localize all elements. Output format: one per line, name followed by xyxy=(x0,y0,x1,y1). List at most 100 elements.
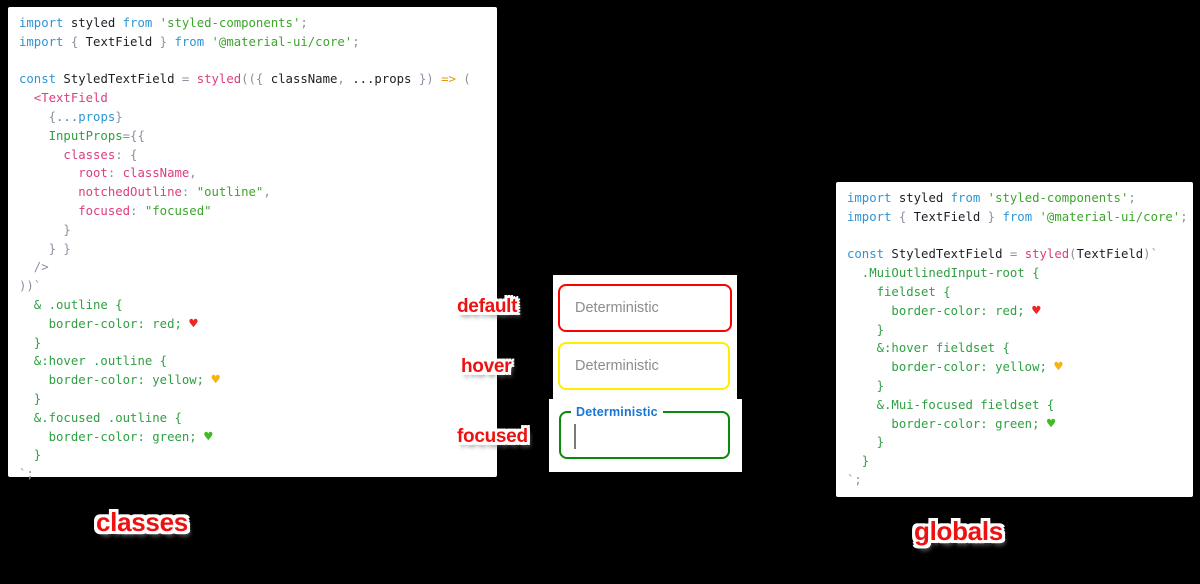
annotation-focused: focused xyxy=(457,426,528,447)
code-token: &:hover fieldset { xyxy=(847,341,1010,356)
code-token: = xyxy=(181,72,197,87)
code-line: border-color: green; ♥ xyxy=(19,428,487,447)
code-token: from xyxy=(174,34,205,49)
classes-code-panel: import styled from 'styled-components';i… xyxy=(8,7,497,481)
code-line: } xyxy=(847,452,1183,471)
code-token: )` xyxy=(1143,247,1158,262)
code-line: } xyxy=(19,446,487,465)
code-line xyxy=(847,227,1183,246)
code-token: } xyxy=(115,109,123,124)
code-token: } xyxy=(19,448,42,463)
text-caret xyxy=(574,424,576,449)
code-token: ; xyxy=(300,16,308,30)
code-token: border-color: yellow; xyxy=(19,373,212,388)
code-token: } xyxy=(152,34,175,49)
code-token: /> xyxy=(19,260,49,275)
textfield-default-input[interactable] xyxy=(560,286,730,330)
textfield-default-state[interactable] xyxy=(558,284,732,332)
code-token: { xyxy=(891,209,914,224)
code-line xyxy=(19,52,487,71)
textfield-focused-state[interactable]: Deterministic xyxy=(559,404,730,459)
code-line: } xyxy=(19,221,487,240)
code-token: ( xyxy=(455,72,471,87)
code-token: ; xyxy=(1128,191,1136,205)
code-line: const StyledTextField = styled(({ classN… xyxy=(19,70,487,89)
globals-code-panel: import styled from 'styled-components';i… xyxy=(836,182,1193,497)
code-token: border-color: green; xyxy=(19,429,205,444)
textfield-hover-state[interactable] xyxy=(558,342,730,390)
code-token: fieldset { xyxy=(847,284,951,299)
code-token: import xyxy=(847,191,892,205)
code-token: "focused" xyxy=(144,203,212,218)
code-token: } xyxy=(847,378,885,393)
textfield-hover-input[interactable] xyxy=(560,344,728,388)
code-token: <TextField xyxy=(19,91,108,106)
code-token: : xyxy=(130,203,145,218)
code-token: ; xyxy=(1180,209,1188,224)
code-line: } } xyxy=(19,240,487,259)
annotation-hover: hover xyxy=(461,356,512,377)
code-token: }) xyxy=(411,72,442,87)
code-token: styled xyxy=(1024,247,1070,262)
code-token: const xyxy=(847,247,885,262)
code-token: } xyxy=(19,335,42,350)
code-token: `; xyxy=(19,467,34,482)
yellow-heart-icon: ♥ xyxy=(1054,359,1063,376)
code-token: { xyxy=(63,34,86,49)
code-line: border-color: yellow; ♥ xyxy=(19,371,487,390)
code-line: import styled from 'styled-components'; xyxy=(847,189,1183,208)
annotation-classes: classes xyxy=(96,507,188,537)
code-line: border-color: yellow; ♥ xyxy=(847,358,1183,377)
code-token: notchedOutline xyxy=(19,185,182,200)
code-token: ={{ xyxy=(122,128,145,143)
annotation-default: default xyxy=(457,296,518,317)
code-token: "outline" xyxy=(196,185,264,200)
code-token: &.Mui-focused fieldset { xyxy=(847,397,1055,412)
code-token: } xyxy=(19,391,42,406)
code-token: border-color: green; xyxy=(847,416,1047,431)
code-token: , xyxy=(337,72,353,87)
code-token: styled xyxy=(891,191,951,205)
code-token: : { xyxy=(115,147,138,162)
code-line: .MuiOutlinedInput-root { xyxy=(847,264,1183,283)
code-token: { xyxy=(19,109,57,124)
red-heart-icon: ♥ xyxy=(189,315,198,332)
code-token: .MuiOutlinedInput-root { xyxy=(847,266,1040,281)
code-token: border-color: red; xyxy=(847,303,1033,318)
code-token: `; xyxy=(847,472,862,487)
code-token: border-color: red; xyxy=(19,316,190,331)
code-token: &:hover .outline { xyxy=(19,354,168,369)
field-floating-label: Deterministic xyxy=(571,404,663,421)
code-line: classes: { xyxy=(19,146,487,165)
code-line: notchedOutline: "outline", xyxy=(19,183,487,202)
green-heart-icon: ♥ xyxy=(204,428,213,445)
code-token: , xyxy=(263,185,271,200)
code-token: ))` xyxy=(19,279,42,294)
annotation-globals: globals xyxy=(914,516,1003,546)
red-heart-icon: ♥ xyxy=(1032,302,1041,319)
yellow-heart-icon: ♥ xyxy=(211,372,220,389)
code-token: TextField xyxy=(85,34,153,49)
code-token: &.focused .outline { xyxy=(19,410,182,425)
code-token: import xyxy=(19,34,64,49)
code-line: import { TextField } from '@material-ui/… xyxy=(847,208,1188,227)
code-token: '@material-ui/core' xyxy=(204,34,353,49)
code-token: : xyxy=(107,166,123,181)
code-token: classes xyxy=(19,147,116,162)
code-token: } xyxy=(847,435,885,450)
code-token: ; xyxy=(352,34,360,49)
code-line: } xyxy=(847,433,1183,452)
code-token: ( xyxy=(1069,247,1077,262)
code-line: ))` xyxy=(19,277,487,296)
code-token: ...props xyxy=(56,109,116,124)
code-token: TextField xyxy=(913,209,981,224)
code-line: {...props} xyxy=(19,108,487,127)
code-token: ...props xyxy=(352,72,412,87)
green-heart-icon: ♥ xyxy=(1046,415,1056,432)
code-line: &:hover .outline { xyxy=(19,352,487,371)
code-token: StyledTextField xyxy=(884,247,1010,262)
code-token: className xyxy=(270,72,338,87)
code-token: } xyxy=(19,222,71,237)
code-line: /> xyxy=(19,258,487,277)
